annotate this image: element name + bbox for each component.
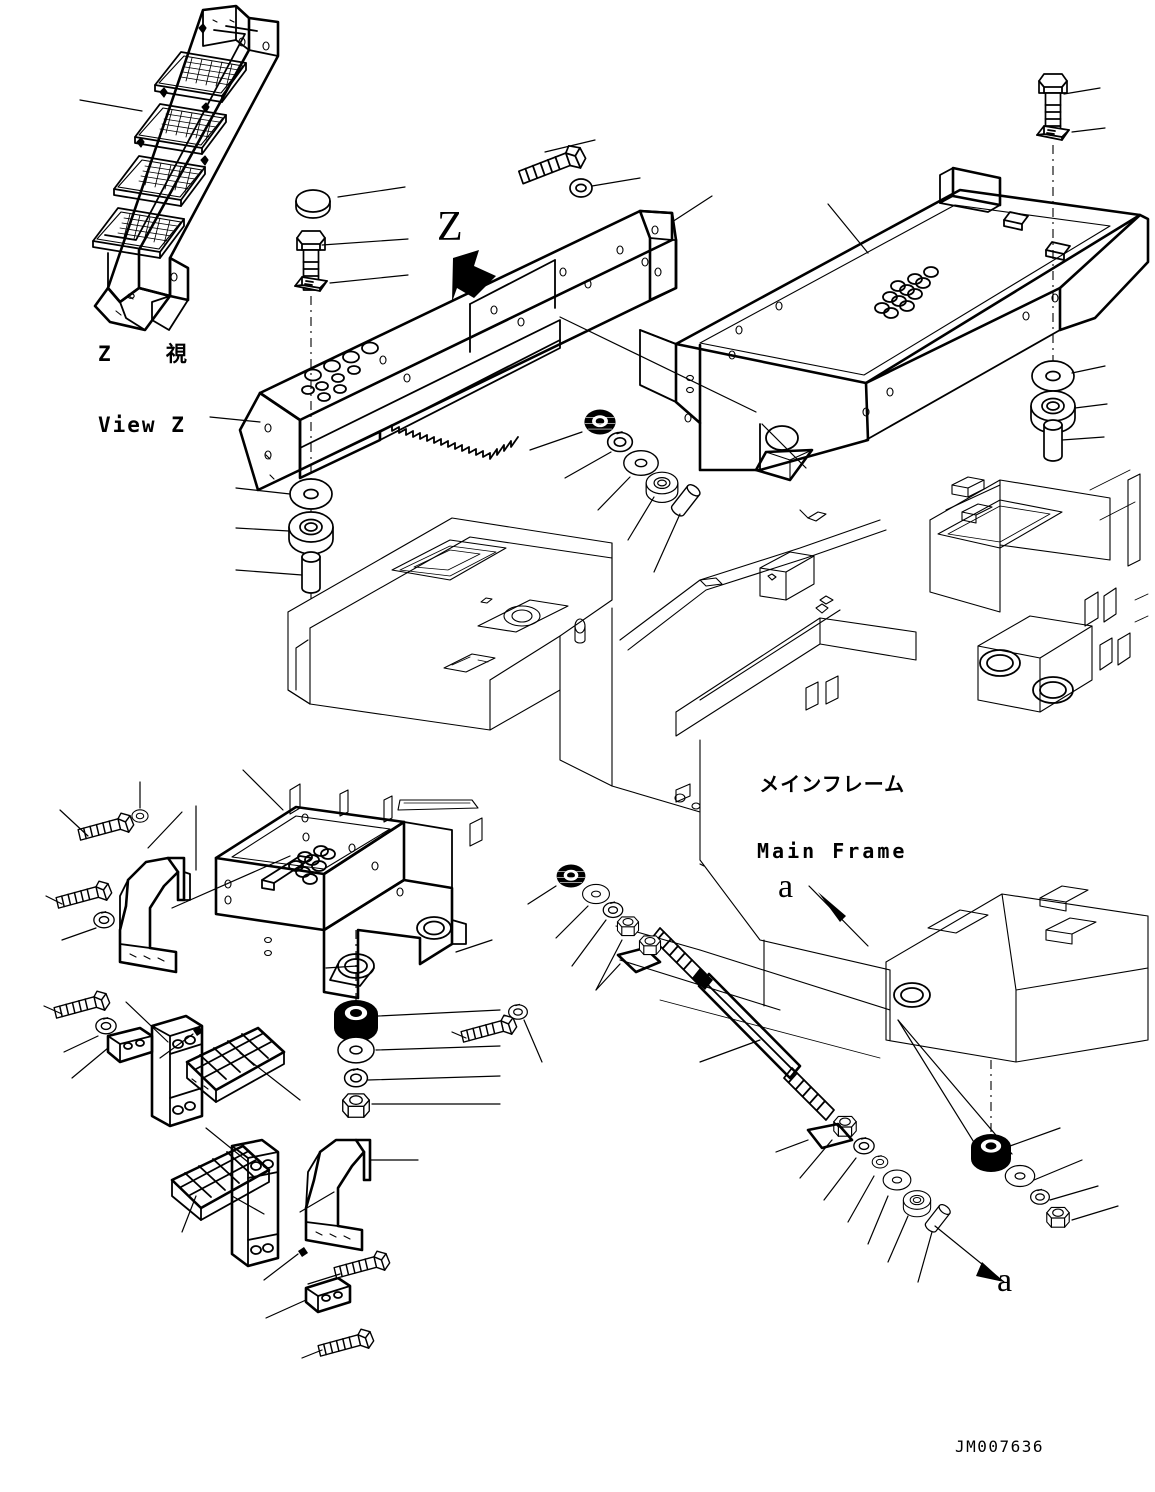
step-grating-lower bbox=[170, 1144, 271, 1233]
view-marker-z-arrow bbox=[452, 250, 496, 302]
ladder-support-beam bbox=[209, 195, 713, 492]
gas-spring-assembly bbox=[527, 863, 953, 1283]
drawing-number: JM007636 bbox=[955, 1437, 1045, 1456]
deck-cover-fastener-stack-right bbox=[1030, 73, 1108, 462]
battery-box-mount-stack bbox=[334, 930, 543, 1118]
section-marker-a-bottom-letter: a bbox=[997, 1262, 1013, 1299]
clamp-plate-upper bbox=[71, 1026, 154, 1079]
step-grating-upper bbox=[185, 1026, 301, 1103]
beam-bolt-upper-mid bbox=[516, 139, 641, 198]
center-fastener-cluster bbox=[529, 408, 703, 573]
step-support-bracket-lower bbox=[299, 1138, 419, 1252]
step-support-bracket-upper bbox=[118, 805, 291, 974]
ladder-fastener-stack-upper-left bbox=[235, 186, 409, 600]
lower-right-mount-stack bbox=[897, 1019, 1119, 1228]
step-fasteners-left bbox=[43, 781, 393, 1367]
step-side-plate bbox=[205, 1127, 280, 1268]
view-marker-z-letter: Z bbox=[437, 204, 463, 250]
step-mounting-plate-upper bbox=[125, 1001, 204, 1128]
section-marker-a-bottom-arrow bbox=[934, 1225, 1005, 1283]
main-frame-label-en: Main Frame bbox=[757, 838, 908, 863]
view-z-ladder-assembly bbox=[79, 4, 280, 332]
main-frame-label: メインフレーム Main Frame bbox=[757, 728, 907, 907]
battery-box-cover bbox=[214, 769, 493, 1000]
section-marker-a-top-letter: a bbox=[778, 868, 794, 905]
view-z-label-en: View Z bbox=[98, 412, 186, 437]
view-z-label-jp: Z 視 bbox=[98, 342, 197, 367]
main-frame-phantom bbox=[287, 469, 1149, 1063]
deck-cover-panel bbox=[559, 166, 1150, 482]
section-marker-a-top-arrow bbox=[808, 885, 869, 947]
main-frame-label-jp: メインフレーム bbox=[759, 771, 906, 796]
view-z-label: Z 視 View Z bbox=[98, 296, 197, 484]
